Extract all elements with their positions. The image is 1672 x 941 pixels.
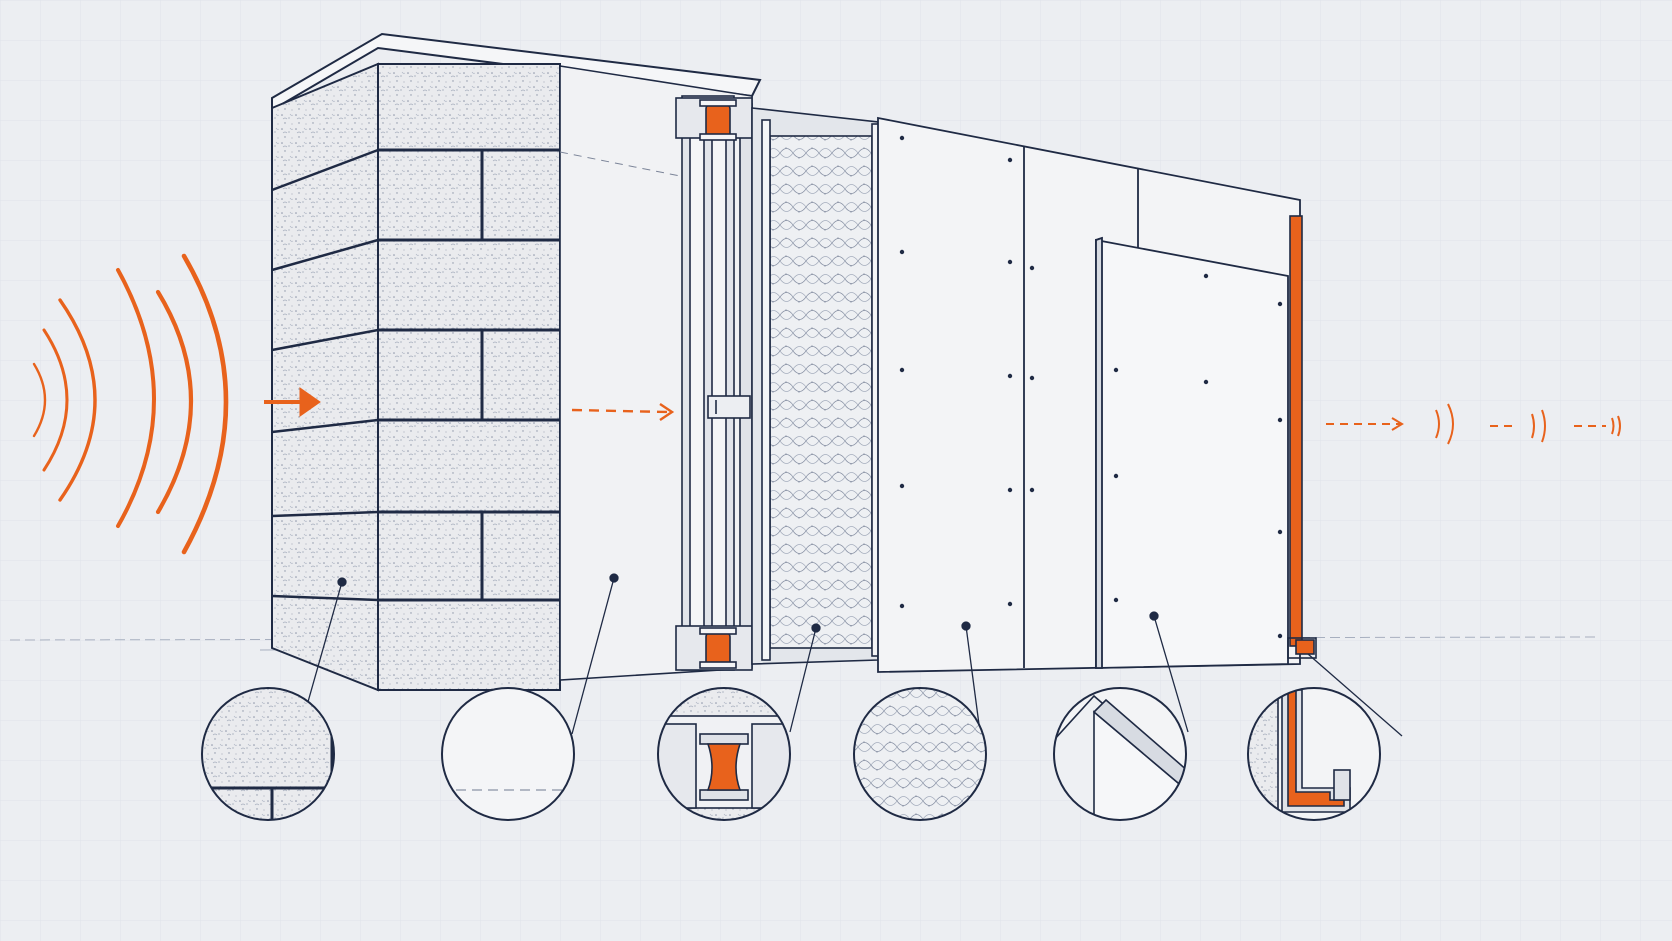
board-screws [899,135,1283,639]
perimeter-seal [1287,215,1317,659]
outgoing-sound-waves [1326,403,1621,445]
sound-arrow-through [571,403,675,421]
incoming-sound-waves [32,253,229,555]
resilient-mount [675,95,753,671]
detail-masonry [201,687,335,821]
double-board [877,116,1301,673]
leader-lines [299,573,1403,737]
masonry-wall [271,32,762,692]
detail-mineral-wool [853,687,987,821]
mineral-wool [751,107,881,665]
detail-air-gap [441,687,575,821]
detail-seal [1247,687,1381,821]
sound-arrow-in [264,387,321,417]
